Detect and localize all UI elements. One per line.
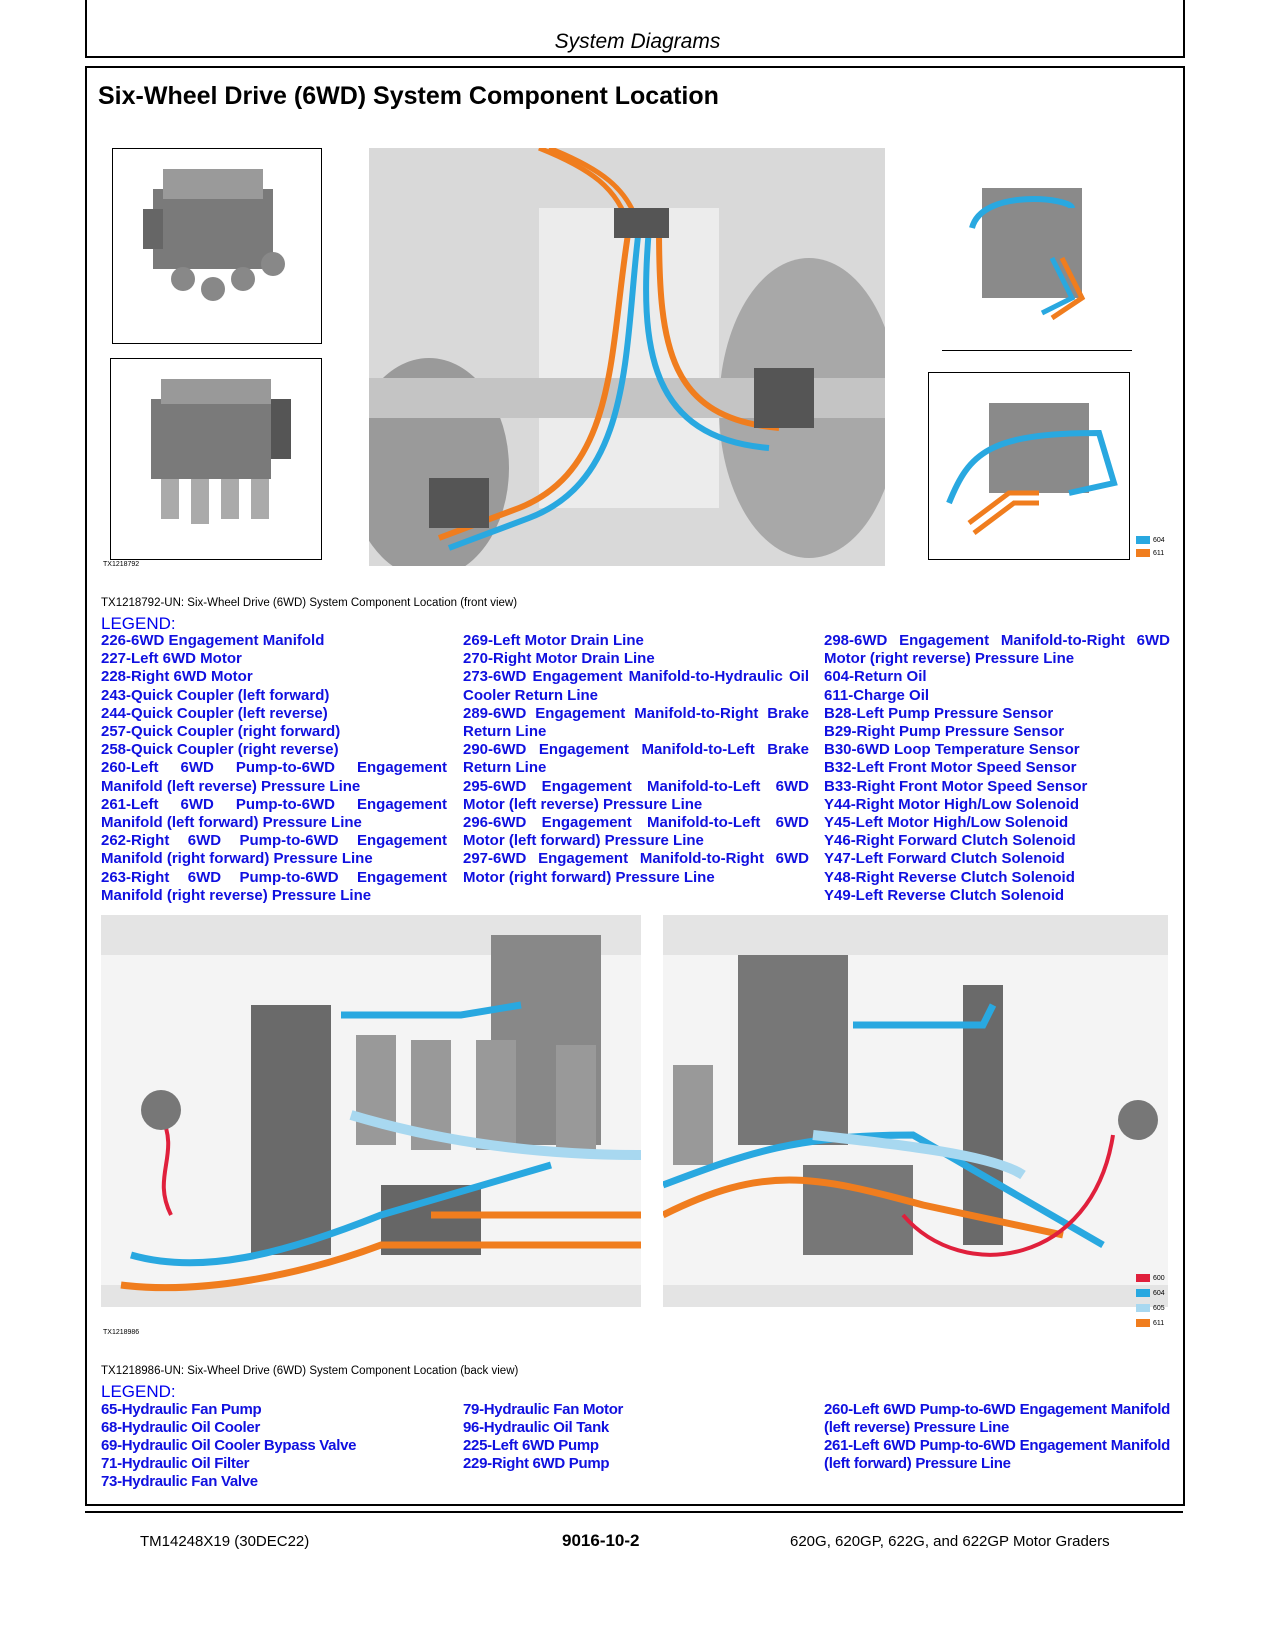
figure2-legend-col-1: 65-Hydraulic Fan Pump 68-Hydraulic Oil C… xyxy=(101,1401,447,1491)
footer-product: 620G, 620GP, 622G, and 622GP Motor Grade… xyxy=(790,1533,1110,1550)
legend-item: 68-Hydraulic Oil Cooler xyxy=(101,1419,260,1436)
color-key-code: 611 xyxy=(1153,549,1165,557)
legend-item: 258-Quick Coupler (right reverse) xyxy=(101,741,339,759)
legend-item: 273-6WD Engagement Manifold-to-Hydraulic… xyxy=(463,668,809,704)
diagram-right-motor-view-c xyxy=(942,148,1132,351)
legend-item: B28-Left Pump Pressure Sensor xyxy=(824,704,1054,722)
legend-item: 263-Right 6WD Pump-to-6WD Engagement Man… xyxy=(101,868,447,904)
legend-item: 262-Right 6WD Pump-to-6WD Engagement Man… xyxy=(101,832,447,868)
figure1-legend-heading: LEGEND: xyxy=(101,614,176,633)
legend-item: 227-Left 6WD Motor xyxy=(101,650,242,668)
legend-item: 69-Hydraulic Oil Cooler Bypass Valve xyxy=(101,1437,357,1454)
legend-item: Y46-Right Forward Clutch Solenoid xyxy=(824,832,1076,850)
legend-item: B33-Right Front Motor Speed Sensor xyxy=(824,777,1088,795)
legend-item: 228-Right 6WD Motor xyxy=(101,668,253,686)
color-key-code: 604 xyxy=(1153,1289,1165,1297)
legend-item: 96-Hydraulic Oil Tank xyxy=(463,1419,609,1436)
legend-item: Y44-Right Motor High/Low Solenoid xyxy=(824,795,1079,813)
legend-item: 79-Hydraulic Fan Motor xyxy=(463,1401,624,1418)
figure1-color-key: 604 611 xyxy=(1136,536,1165,557)
legend-item: 225-Left 6WD Pump xyxy=(463,1437,599,1454)
return-oil-swatch xyxy=(1136,536,1150,544)
diagram-front-view-photo xyxy=(349,145,899,578)
color-key-item: 604 xyxy=(1136,1289,1165,1297)
legend-item: Y45-Left Motor High/Low Solenoid xyxy=(824,814,1069,832)
legend-item: 298-6WD Engagement Manifold-to-Right 6WD… xyxy=(824,632,1170,668)
legend-item: 73-Hydraulic Fan Valve xyxy=(101,1473,258,1490)
color-key-code: 600 xyxy=(1153,1274,1165,1282)
page-title: Six-Wheel Drive (6WD) System Component L… xyxy=(98,82,719,110)
header-frame xyxy=(85,0,1185,58)
diagram-back-view-left-photo xyxy=(101,915,642,1307)
return-oil-swatch xyxy=(1136,1289,1150,1297)
figure1-caption: TX1218792-UN: Six-Wheel Drive (6WD) Syst… xyxy=(101,597,518,609)
charge-oil-swatch xyxy=(1136,549,1150,557)
footer-page-number: 9016-10-2 xyxy=(562,1531,640,1550)
pressure-oil-swatch xyxy=(1136,1274,1150,1282)
legend-item: 261-Left 6WD Pump-to-6WD Engagement Mani… xyxy=(824,1437,1170,1472)
legend-item: 257-Quick Coupler (right forward) xyxy=(101,723,341,741)
legend-item: 297-6WD Engagement Manifold-to-Right 6WD… xyxy=(463,850,809,886)
figure2-legend-col-2: 79-Hydraulic Fan Motor 96-Hydraulic Oil … xyxy=(463,1401,809,1473)
legend-item: 295-6WD Engagement Manifold-to-Left 6WD … xyxy=(463,777,809,813)
diagram-manifold-view-b xyxy=(110,358,322,560)
legend-item: 244-Quick Coupler (left reverse) xyxy=(101,704,328,722)
diagram-left-motor-view-d xyxy=(928,372,1130,560)
color-key-item: 611 xyxy=(1136,549,1165,557)
legend-item: B32-Left Front Motor Speed Sensor xyxy=(824,759,1077,777)
diagram-manifold-view-a xyxy=(112,148,322,344)
legend-item: 229-Right 6WD Pump xyxy=(463,1455,610,1472)
legend-item: B29-Right Pump Pressure Sensor xyxy=(824,723,1065,741)
legend-item: 261-Left 6WD Pump-to-6WD Engagement Mani… xyxy=(101,795,447,832)
figure1-legend-col-3: 298-6WD Engagement Manifold-to-Right 6WD… xyxy=(824,632,1170,905)
figure2-legend-heading: LEGEND: xyxy=(101,1382,176,1401)
legend-item: 71-Hydraulic Oil Filter xyxy=(101,1455,250,1472)
legend-item: 226-6WD Engagement Manifold xyxy=(101,632,325,649)
figure1-legend-col-2: 269-Left Motor Drain Line 270-Right Moto… xyxy=(463,632,809,887)
legend-item: 269-Left Motor Drain Line xyxy=(463,632,644,649)
color-key-item: 611 xyxy=(1136,1319,1165,1327)
legend-item: 604-Return Oil xyxy=(824,668,927,686)
figure1-id-label: TX1218792 xyxy=(103,561,140,568)
footer-doc-id: TM14248X19 (30DEC22) xyxy=(140,1533,310,1550)
legend-item: 260-Left 6WD Pump-to-6WD Engagement Mani… xyxy=(824,1401,1170,1436)
color-key-item: 604 xyxy=(1136,536,1165,544)
legend-item: 65-Hydraulic Fan Pump xyxy=(101,1401,262,1418)
color-key-code: 611 xyxy=(1153,1319,1165,1327)
figure2-legend-col-3: 260-Left 6WD Pump-to-6WD Engagement Mani… xyxy=(824,1401,1170,1473)
figure2-id-label: TX1218986 xyxy=(103,1329,140,1336)
color-key-code: 604 xyxy=(1153,536,1165,544)
color-key-code: 605 xyxy=(1153,1304,1165,1312)
legend-item: 290-6WD Engagement Manifold-to-Left Brak… xyxy=(463,741,809,777)
figure2-caption: TX1218986-UN: Six-Wheel Drive (6WD) Syst… xyxy=(101,1365,519,1377)
figure1-legend-col-1: 226-6WD Engagement Manifold 227-Left 6WD… xyxy=(101,632,447,905)
section-header: System Diagrams xyxy=(554,30,721,53)
footer-rule xyxy=(85,1511,1183,1513)
legend-item: 270-Right Motor Drain Line xyxy=(463,650,655,668)
legend-item: 289-6WD Engagement Manifold-to-Right Bra… xyxy=(463,704,809,741)
legend-item: Y48-Right Reverse Clutch Solenoid xyxy=(824,868,1075,886)
legend-item: 243-Quick Coupler (left forward) xyxy=(101,686,330,704)
diagram-back-view-right-photo xyxy=(661,915,1168,1307)
legend-item: Y47-Left Forward Clutch Solenoid xyxy=(824,850,1065,868)
legend-item: 611-Charge Oil xyxy=(824,686,930,704)
legend-item: 296-6WD Engagement Manifold-to-Left 6WD … xyxy=(463,814,809,850)
content-frame xyxy=(85,66,1185,1506)
legend-item: 260-Left 6WD Pump-to-6WD Engagement Mani… xyxy=(101,759,447,795)
charge-oil-swatch xyxy=(1136,1319,1150,1327)
light-blue-oil-swatch xyxy=(1136,1304,1150,1312)
color-key-item: 605 xyxy=(1136,1304,1165,1312)
figure2-color-key: 600 604 605 611 xyxy=(1136,1274,1165,1327)
legend-item: B30-6WD Loop Temperature Sensor xyxy=(824,741,1080,759)
color-key-item: 600 xyxy=(1136,1274,1165,1282)
legend-item: Y49-Left Reverse Clutch Solenoid xyxy=(824,886,1065,904)
